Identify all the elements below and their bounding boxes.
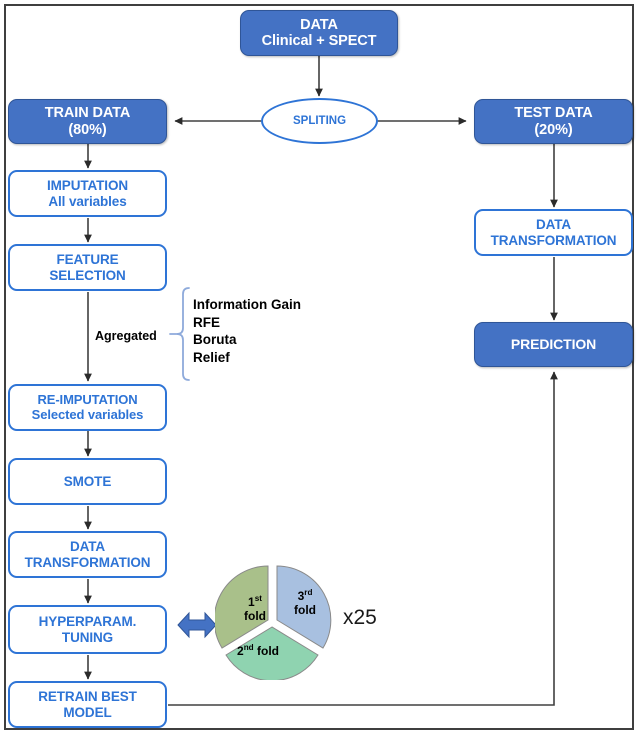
node-retrain-best-model[interactable]: RETRAIN BEST MODEL — [8, 681, 167, 728]
node-hyperparam-tuning[interactable]: HYPERPARAM. TUNING — [8, 605, 167, 654]
node-feature-selection-line1: FEATURE — [56, 252, 119, 268]
node-feature-selection-line2: SELECTION — [49, 267, 126, 283]
repeat-count-label: x25 — [343, 606, 377, 629]
node-test-data-line1: TEST DATA — [514, 105, 593, 122]
node-retrain-best-model-line2: MODEL — [63, 704, 112, 720]
node-data-transformation-left[interactable]: DATA TRANSFORMATION — [8, 531, 167, 578]
node-data-line2: Clinical + SPECT — [261, 33, 377, 49]
node-retrain-best-model-line1: RETRAIN BEST — [38, 689, 137, 705]
method-item-2: Boruta — [193, 332, 237, 348]
node-imputation-line2: All variables — [48, 193, 127, 209]
node-data-transformation-right[interactable]: DATA TRANSFORMATION — [474, 209, 633, 256]
pie-label-fold2-sup: nd — [243, 643, 254, 652]
node-spliting-label: SPLITING — [292, 115, 347, 127]
node-data-transformation-right-line2: TRANSFORMATION — [490, 232, 617, 248]
pie-label-fold3: 3rd fold — [285, 588, 325, 618]
node-feature-selection[interactable]: FEATURE SELECTION — [8, 244, 167, 291]
pie-label-fold2: 2nd fold — [237, 643, 279, 658]
pie-label-fold3-sup: rd — [304, 588, 313, 597]
node-hyperparam-tuning-line1: HYPERPARAM. — [38, 614, 137, 630]
node-data-transformation-left-line2: TRANSFORMATION — [24, 554, 151, 570]
agregated-label: Agregated — [95, 329, 157, 343]
method-item-3: Relief — [193, 349, 230, 365]
node-prediction-line1: PREDICTION — [510, 335, 597, 352]
node-test-data[interactable]: TEST DATA (20%) — [474, 99, 633, 144]
node-data-line1: DATA — [300, 16, 338, 33]
pie-label-fold2-word: fold — [253, 644, 279, 658]
node-imputation[interactable]: IMPUTATION All variables — [8, 170, 167, 217]
node-spliting[interactable]: SPLITING — [261, 98, 378, 144]
node-re-imputation-line1: RE-IMPUTATION — [37, 391, 138, 407]
double-headed-arrow-icon — [177, 611, 217, 639]
node-re-imputation-line2: Selected variables — [31, 406, 144, 422]
pie-label-fold1-sup: st — [254, 594, 262, 603]
node-prediction[interactable]: PREDICTION — [474, 322, 633, 367]
feature-selection-methods: Information Gain RFE Boruta Relief — [193, 296, 301, 366]
node-data-transformation-right-line1: DATA — [535, 217, 572, 233]
node-smote[interactable]: SMOTE — [8, 458, 167, 505]
pie-label-fold1-number: 1 — [248, 595, 255, 609]
cross-validation-pie-chart — [215, 565, 332, 680]
pie-label-fold2-number: 2 — [237, 644, 244, 658]
node-train-data-line2: (80%) — [68, 121, 107, 138]
node-test-data-line2: (20%) — [534, 121, 573, 138]
pie-label-fold3-word: fold — [294, 603, 316, 618]
node-smote-line1: SMOTE — [63, 473, 112, 489]
node-imputation-line1: IMPUTATION — [47, 178, 128, 194]
node-train-data[interactable]: TRAIN DATA (80%) — [8, 99, 167, 144]
node-re-imputation[interactable]: RE-IMPUTATION Selected variables — [8, 384, 167, 431]
method-item-0: Information Gain — [193, 297, 301, 312]
method-item-1: RFE — [193, 314, 220, 330]
pie-label-fold1: 1st fold — [235, 594, 275, 624]
node-hyperparam-tuning-line2: TUNING — [61, 629, 114, 645]
node-data[interactable]: DATA Clinical + SPECT — [240, 10, 398, 56]
node-train-data-line1: TRAIN DATA — [44, 105, 131, 122]
pie-label-fold1-word: fold — [244, 609, 266, 624]
node-data-transformation-left-line1: DATA — [69, 539, 106, 555]
